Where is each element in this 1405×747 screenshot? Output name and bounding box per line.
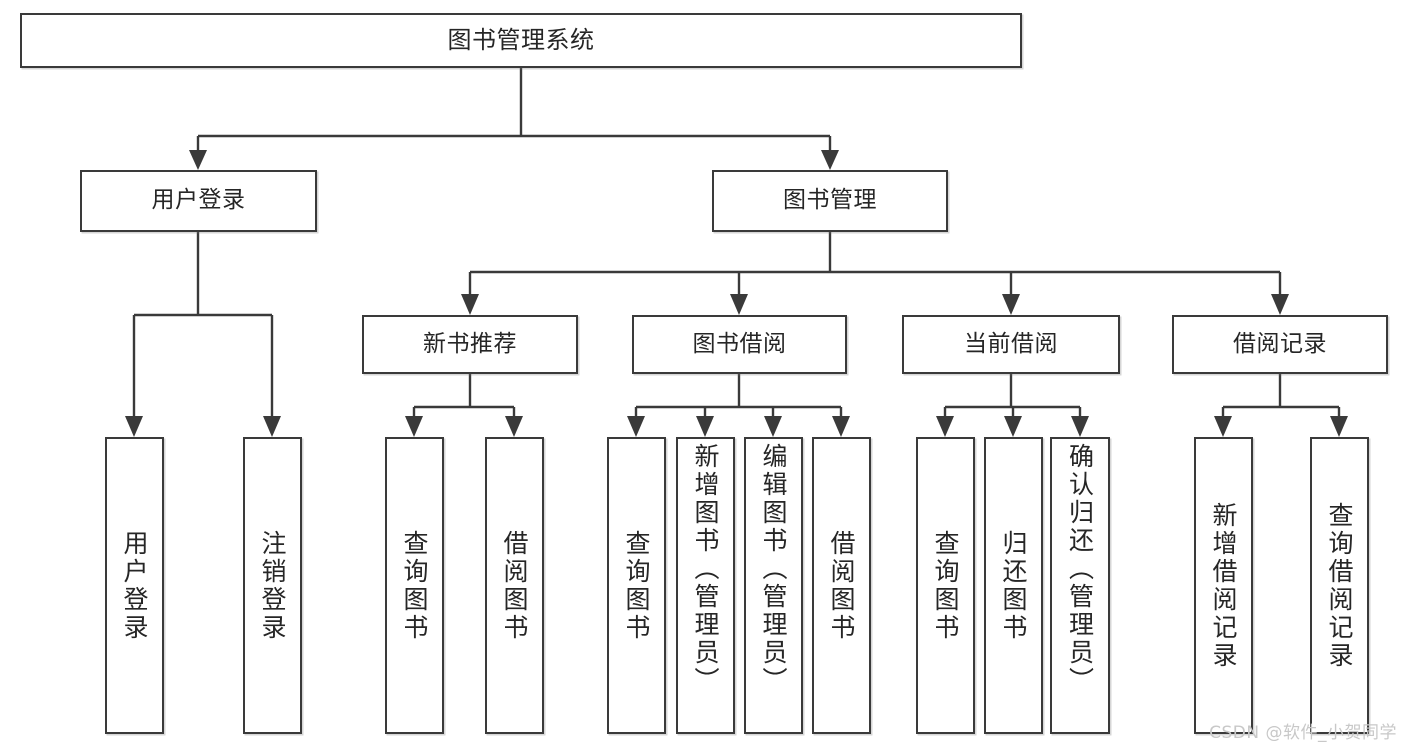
leaf-recommend-query-book-label: 查询图书 [400,529,429,642]
leaf-user-login-logout-label: 注销登录 [258,529,287,642]
leaf-current-confirm-return-label: 确认归还（管理员） [1065,443,1095,695]
arrow-login-leaf1 [125,416,143,437]
leaf-current-confirm-return[interactable]: 确认归还（管理员） [1050,437,1110,734]
arrow-borrow-l4 [832,416,850,437]
arrow-recommend-l2 [505,416,523,437]
arrow-bookmgmt-c3 [1002,294,1020,315]
arrow-recommend-l1 [405,416,423,437]
node-root-system-label: 图书管理系统 [447,26,595,55]
leaf-record-query-record-label: 查询借阅记录 [1325,501,1354,670]
node-new-book-recommend-label: 新书推荐 [423,330,517,357]
arrow-root-to-bookmgmt [821,150,839,170]
node-book-management[interactable]: 图书管理 [712,170,948,232]
arrow-record-l2 [1330,416,1348,437]
arrow-bookmgmt-c4 [1271,294,1289,315]
leaf-borrow-edit-book-label: 编辑图书（管理员） [759,443,788,695]
arrow-current-l1 [936,416,954,437]
arrow-record-l1 [1214,416,1232,437]
leaf-user-login-login[interactable]: 用户登录 [105,437,164,734]
node-user-login[interactable]: 用户登录 [80,170,317,232]
leaf-borrow-add-book-label: 新增图书（管理员） [691,443,720,695]
arrow-borrow-l1 [627,416,645,437]
arrow-root-to-login [189,150,207,170]
arrow-login-leaf2 [263,416,281,437]
node-current-borrow-label: 当前借阅 [964,330,1058,357]
leaf-user-login-login-label: 用户登录 [120,529,149,642]
node-borrow-record[interactable]: 借阅记录 [1172,315,1388,374]
leaf-current-return-book-label: 归还图书 [999,529,1028,642]
arrow-bookmgmt-c2 [730,294,748,315]
leaf-borrow-borrow-book-label: 借阅图书 [827,529,856,642]
leaf-borrow-add-book[interactable]: 新增图书（管理员） [676,437,735,734]
arrow-bookmgmt-c1 [461,294,479,315]
node-current-borrow[interactable]: 当前借阅 [902,315,1120,374]
node-book-borrow[interactable]: 图书借阅 [632,315,847,374]
node-book-management-label: 图书管理 [783,187,877,214]
leaf-recommend-borrow-book-label: 借阅图书 [500,529,529,642]
leaf-borrow-query-book[interactable]: 查询图书 [607,437,666,734]
leaf-recommend-query-book[interactable]: 查询图书 [385,437,444,734]
leaf-current-query-book-label: 查询图书 [931,529,960,642]
node-new-book-recommend[interactable]: 新书推荐 [362,315,578,374]
arrow-current-l3 [1071,416,1089,437]
leaf-recommend-borrow-book[interactable]: 借阅图书 [485,437,544,734]
arrow-current-l2 [1004,416,1022,437]
leaf-borrow-edit-book[interactable]: 编辑图书（管理员） [744,437,803,734]
leaf-current-return-book[interactable]: 归还图书 [984,437,1043,734]
leaf-record-add-record[interactable]: 新增借阅记录 [1194,437,1253,734]
leaf-current-query-book[interactable]: 查询图书 [916,437,975,734]
leaf-record-add-record-label: 新增借阅记录 [1209,501,1238,670]
node-book-borrow-label: 图书借阅 [692,330,787,357]
csdn-watermark: CSDN @软件_小贺同学 [1209,723,1397,743]
leaf-borrow-query-book-label: 查询图书 [622,529,651,642]
leaf-borrow-borrow-book[interactable]: 借阅图书 [812,437,871,734]
leaf-user-login-logout[interactable]: 注销登录 [243,437,302,734]
node-user-login-label: 用户登录 [151,187,246,214]
node-root-system[interactable]: 图书管理系统 [20,13,1022,68]
arrow-borrow-l3 [764,416,782,437]
node-borrow-record-label: 借阅记录 [1233,330,1327,357]
leaf-record-query-record[interactable]: 查询借阅记录 [1310,437,1369,734]
arrow-borrow-l2 [696,416,714,437]
